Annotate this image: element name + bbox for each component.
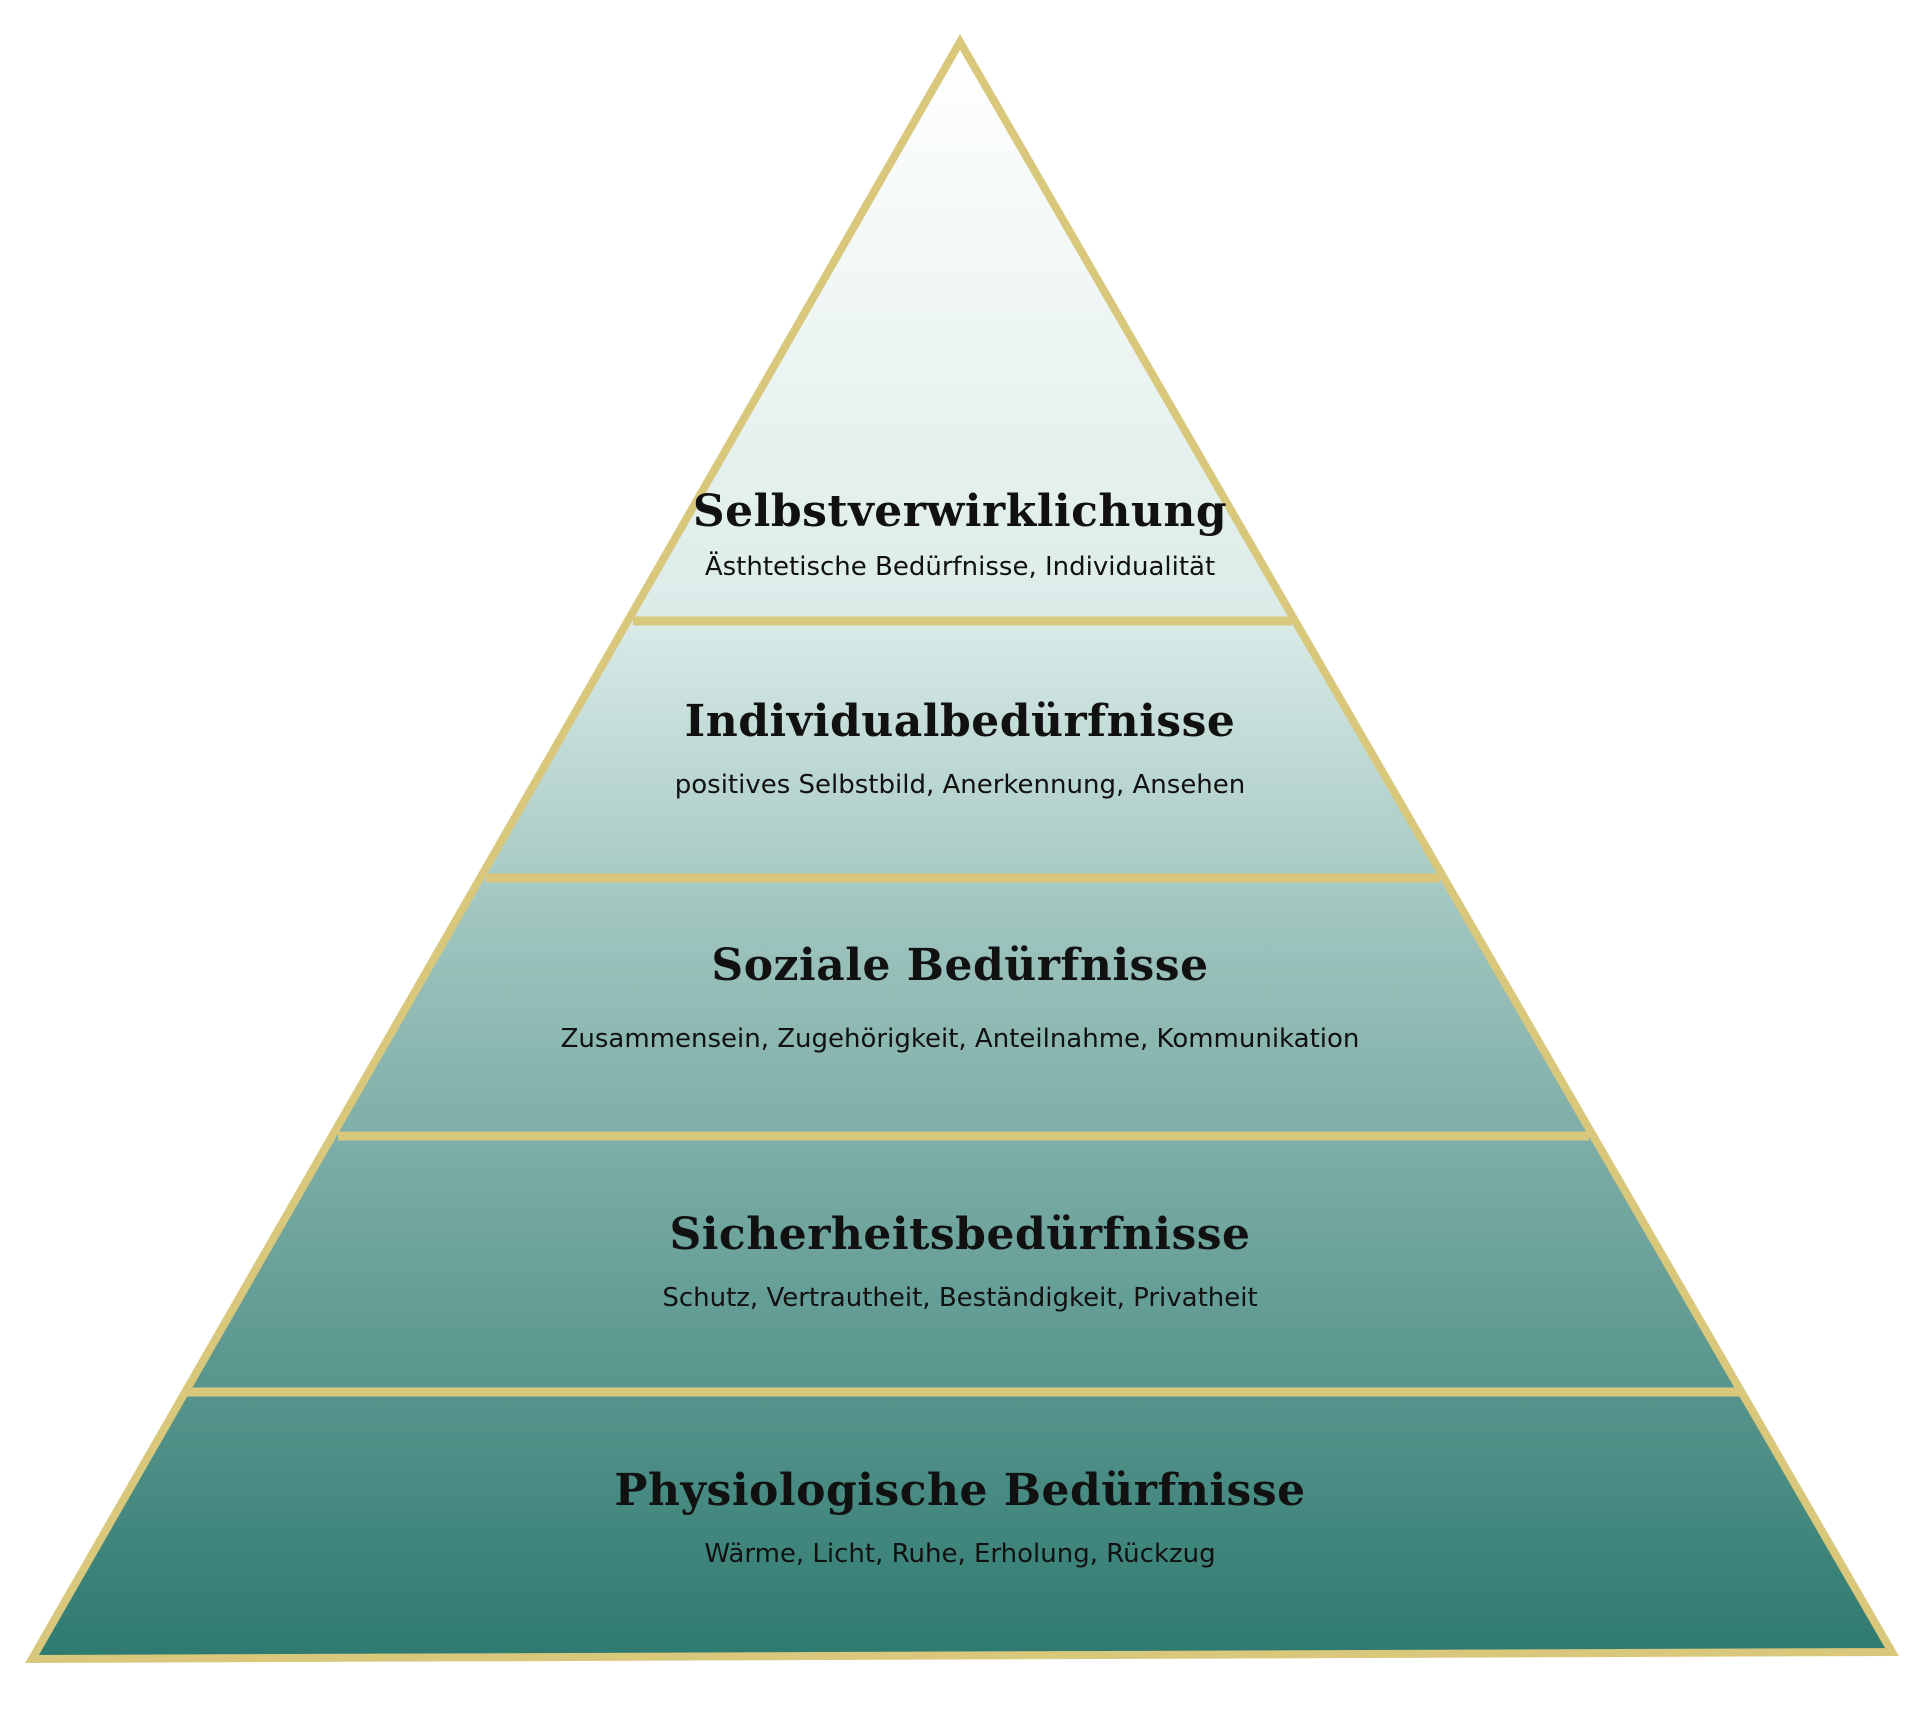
pyramid-body bbox=[25, 33, 1899, 1664]
level-title: Individualbedürfnisse bbox=[684, 696, 1236, 747]
level-description: Zusammensein, Zugehörigkeit, Anteilnahme… bbox=[560, 1024, 1360, 1054]
level-physiologische-beduerfnisse: Physiologische Bedürfnisse Wärme, Licht,… bbox=[0, 1465, 1920, 1569]
level-title: Soziale Bedürfnisse bbox=[711, 940, 1209, 991]
level-title: Physiologische Bedürfnisse bbox=[614, 1465, 1306, 1516]
level-description: Ästhtetische Bedürfnisse, Individualität bbox=[704, 552, 1216, 582]
level-description: positives Selbstbild, Anerkennung, Anseh… bbox=[674, 770, 1246, 800]
level-title: Sicherheitsbedürfnisse bbox=[669, 1209, 1251, 1260]
level-selbstverwirklichung: Selbstverwirklichung Ästhtetische Bedürf… bbox=[0, 486, 1920, 582]
level-sicherheitsbeduerfnisse: Sicherheitsbedürfnisse Schutz, Vertrauth… bbox=[0, 1209, 1920, 1313]
level-description: Wärme, Licht, Ruhe, Erholung, Rückzug bbox=[704, 1539, 1216, 1569]
level-soziale-beduerfnisse: Soziale Bedürfnisse Zusammensein, Zugehö… bbox=[0, 940, 1920, 1054]
level-individualbeduerfnisse: Individualbedürfnisse positives Selbstbi… bbox=[0, 696, 1920, 800]
level-title: Selbstverwirklichung bbox=[692, 486, 1228, 537]
level-description: Schutz, Vertrautheit, Beständigkeit, Pri… bbox=[662, 1283, 1258, 1313]
